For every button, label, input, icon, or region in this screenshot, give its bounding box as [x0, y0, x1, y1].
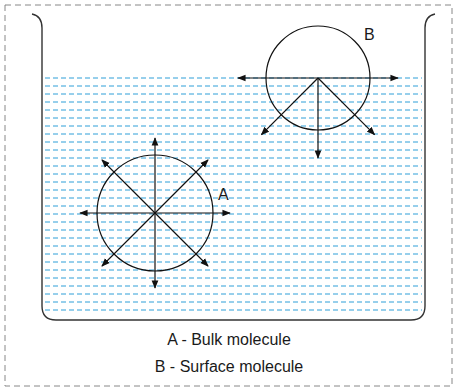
- frame: [5, 5, 452, 386]
- water-line: [45, 310, 422, 311]
- force-arrow: [317, 78, 318, 158]
- water-line: [45, 206, 422, 207]
- water-line: [45, 134, 422, 135]
- water-line: [45, 78, 422, 79]
- water-line: [45, 94, 422, 95]
- water-line: [45, 246, 422, 247]
- force-arrow: [238, 77, 318, 78]
- force-arrow: [154, 138, 155, 213]
- water-line: [45, 110, 422, 111]
- water-lines: [45, 78, 422, 310]
- force-arrow: [318, 77, 398, 78]
- force-arrow: [155, 212, 230, 213]
- beaker: [32, 14, 435, 320]
- force-arrow: [155, 160, 208, 213]
- force-arrow: [102, 213, 155, 266]
- force-arrow: [261, 78, 318, 135]
- water-line: [45, 294, 422, 295]
- water-line: [45, 230, 422, 231]
- water-line: [45, 158, 422, 159]
- force-arrow: [155, 213, 208, 266]
- force-arrow: [318, 78, 375, 135]
- force-arrow: [102, 160, 155, 213]
- water-line: [45, 214, 422, 215]
- water-line: [45, 182, 422, 183]
- water-line: [45, 254, 422, 255]
- water-line: [45, 262, 422, 263]
- key-text: B - Surface molecule: [155, 358, 304, 376]
- key-text: A - Bulk molecule: [167, 331, 291, 349]
- water-line: [45, 238, 422, 239]
- water-line: [45, 286, 422, 287]
- water-line: [45, 166, 422, 167]
- water-line: [45, 142, 422, 143]
- water-line: [45, 118, 422, 119]
- water-line: [45, 198, 422, 199]
- molecule-letter: A: [218, 186, 229, 204]
- force-arrow: [80, 212, 155, 213]
- water-line: [45, 86, 422, 87]
- water-line: [45, 222, 422, 223]
- water-line: [45, 278, 422, 279]
- water-line: [45, 270, 422, 271]
- force-arrow: [154, 213, 155, 288]
- bulk-molecule: [80, 138, 230, 288]
- surface-molecule: [238, 26, 398, 158]
- water-line: [45, 150, 422, 151]
- water-line: [45, 302, 422, 303]
- molecule-letter: B: [364, 26, 375, 44]
- water-line: [45, 102, 422, 103]
- water-line: [45, 174, 422, 175]
